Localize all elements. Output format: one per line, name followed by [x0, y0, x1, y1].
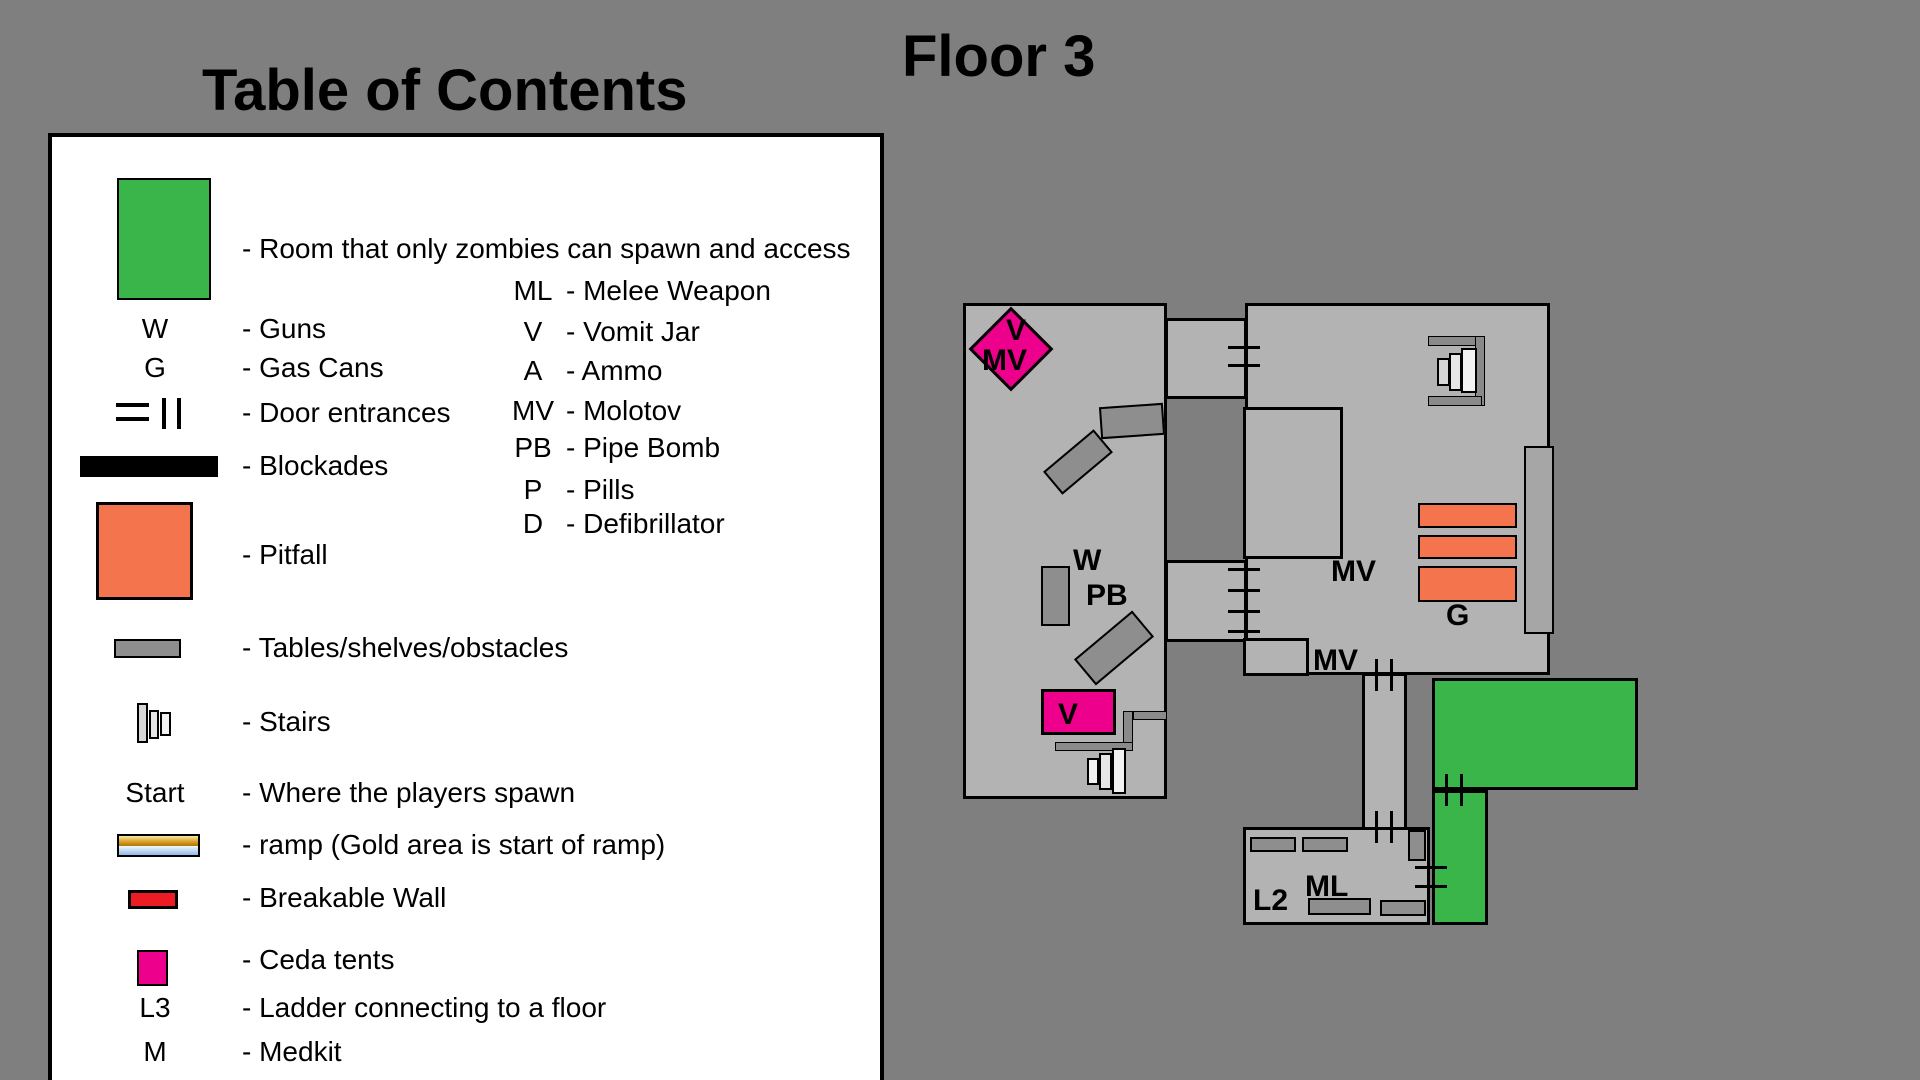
corridor-top — [1165, 318, 1247, 399]
legend-symbol-pills: P — [523, 474, 543, 505]
legend-label-pills: - Pills — [566, 474, 635, 505]
legend-symbol-defibrillator: D — [522, 508, 544, 539]
table-a — [1098, 402, 1166, 440]
ceda-tent-rect — [1041, 689, 1116, 735]
label-gas-cans: G — [1446, 599, 1470, 632]
label-diamond-vomit: V — [1006, 314, 1027, 347]
legend-label-pitfall: - Pitfall — [242, 539, 328, 570]
legend-label-pipe-bomb: - Pipe Bomb — [566, 432, 721, 463]
legend-label-ammo: - Ammo — [566, 355, 663, 386]
ramp-icon — [117, 834, 200, 857]
legend-label-gas-cans: - Gas Cans — [242, 352, 384, 383]
legend-symbol-start: Start — [125, 777, 185, 808]
legend-title: Table of Contents — [202, 58, 688, 123]
shelf-bottom-3 — [1408, 830, 1426, 861]
shelf-bottom-5 — [1380, 900, 1426, 916]
shelf-right-wall — [1524, 446, 1554, 634]
legend-blockade-swatch — [80, 456, 218, 477]
legend-symbol-gas-cans: G — [144, 352, 166, 383]
legend-label-breakable-wall: - Breakable Wall — [242, 882, 447, 913]
legend-label-defibrillator: - Defibrillator — [566, 508, 725, 539]
inner-alcove — [1243, 638, 1309, 676]
zombie-room-small — [1432, 790, 1488, 925]
legend-symbol-ladder: L3 — [139, 992, 171, 1023]
shelf-bottom-2 — [1302, 837, 1348, 852]
pitfall-bar-1 — [1418, 503, 1517, 528]
corridor-vertical — [1362, 673, 1407, 830]
shelf-bottom-4 — [1308, 898, 1371, 915]
legend-label-tables: - Tables/shelves/obstacles — [242, 632, 569, 663]
legend-symbol-medkit: M — [143, 1036, 167, 1067]
table-c — [1041, 566, 1070, 626]
legend-breakable-wall-swatch — [128, 890, 178, 909]
legend-label-guns: - Guns — [242, 313, 327, 344]
legend-label-melee: - Melee Weapon — [566, 275, 771, 306]
legend-symbol-melee: ML — [513, 275, 553, 306]
shelf-bottom-1 — [1250, 837, 1296, 852]
legend-label-stairs: - Stairs — [242, 706, 331, 737]
legend-zombie-room-swatch — [117, 178, 211, 300]
legend-label-ladder: - Ladder connecting to a floor — [242, 992, 607, 1023]
label-molotov-2: MV — [1313, 644, 1358, 677]
label-guns: W — [1073, 544, 1102, 577]
legend-label-vomit-jar: - Vomit Jar — [566, 316, 700, 347]
legend-pitfall-swatch — [96, 502, 193, 600]
legend-symbol-molotov: MV — [512, 395, 554, 426]
label-melee: ML — [1305, 870, 1349, 903]
label-ladder-l2: L2 — [1253, 884, 1289, 917]
legend-table-swatch — [114, 639, 181, 658]
inner-room — [1243, 407, 1343, 559]
pitfall-bar-3 — [1418, 566, 1517, 602]
zombie-room-large — [1432, 678, 1638, 790]
legend-symbol-ammo: A — [523, 355, 543, 386]
legend-symbol-guns: W — [141, 313, 169, 344]
legend-label-blockades: - Blockades — [242, 450, 389, 481]
pitfall-bar-2 — [1418, 535, 1517, 559]
map-title: Floor 3 — [902, 24, 1096, 89]
label-diamond-molotov: MV — [982, 344, 1027, 377]
legend-label-zombie-room: - Room that only zombies can spawn and a… — [242, 233, 851, 264]
legend-label-molotov: - Molotov — [566, 395, 682, 426]
legend-label-start: - Where the players spawn — [242, 777, 576, 808]
legend-label-door-entrances: - Door entrances — [242, 397, 451, 428]
legend-ceda-swatch — [137, 950, 168, 986]
legend-label-ramp: - ramp (Gold area is start of ramp) — [242, 829, 666, 860]
label-molotov-1: MV — [1331, 555, 1376, 588]
legend-symbol-vomit-jar: V — [523, 316, 543, 347]
label-vomit-jar: V — [1058, 698, 1079, 731]
label-pipe-bomb: PB — [1086, 579, 1128, 612]
legend-label-ceda-tents: - Ceda tents — [242, 944, 395, 975]
legend-label-medkit: - Medkit — [242, 1036, 342, 1067]
legend-symbol-pipe-bomb: PB — [514, 432, 552, 463]
